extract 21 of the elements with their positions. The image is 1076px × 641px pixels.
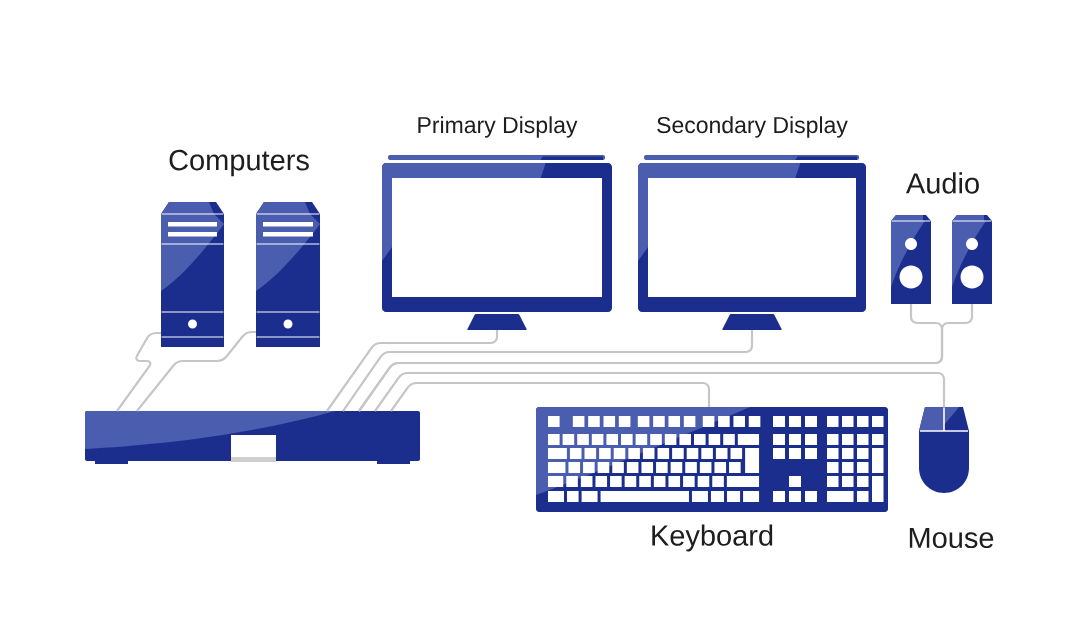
cable bbox=[326, 330, 499, 412]
cable bbox=[116, 331, 161, 412]
mouse bbox=[919, 406, 969, 493]
device-label: Keyboard bbox=[652, 524, 773, 552]
computer-tower bbox=[161, 202, 224, 347]
cable bbox=[390, 381, 711, 412]
cable bbox=[136, 330, 256, 412]
device-label: Computers bbox=[169, 149, 309, 177]
device-label: Secondary Display bbox=[657, 116, 848, 138]
computer-tower bbox=[256, 202, 320, 347]
device-label: Mouse bbox=[909, 527, 994, 549]
device-label: Audio bbox=[906, 172, 979, 194]
device-label: Primary Display bbox=[418, 116, 578, 138]
cable bbox=[374, 371, 946, 412]
monitor bbox=[382, 155, 612, 330]
speaker bbox=[891, 215, 931, 304]
cable bbox=[342, 330, 754, 412]
keyboard bbox=[536, 407, 888, 512]
monitor bbox=[638, 155, 866, 330]
speaker bbox=[952, 215, 992, 304]
kvm-switch bbox=[85, 411, 420, 464]
